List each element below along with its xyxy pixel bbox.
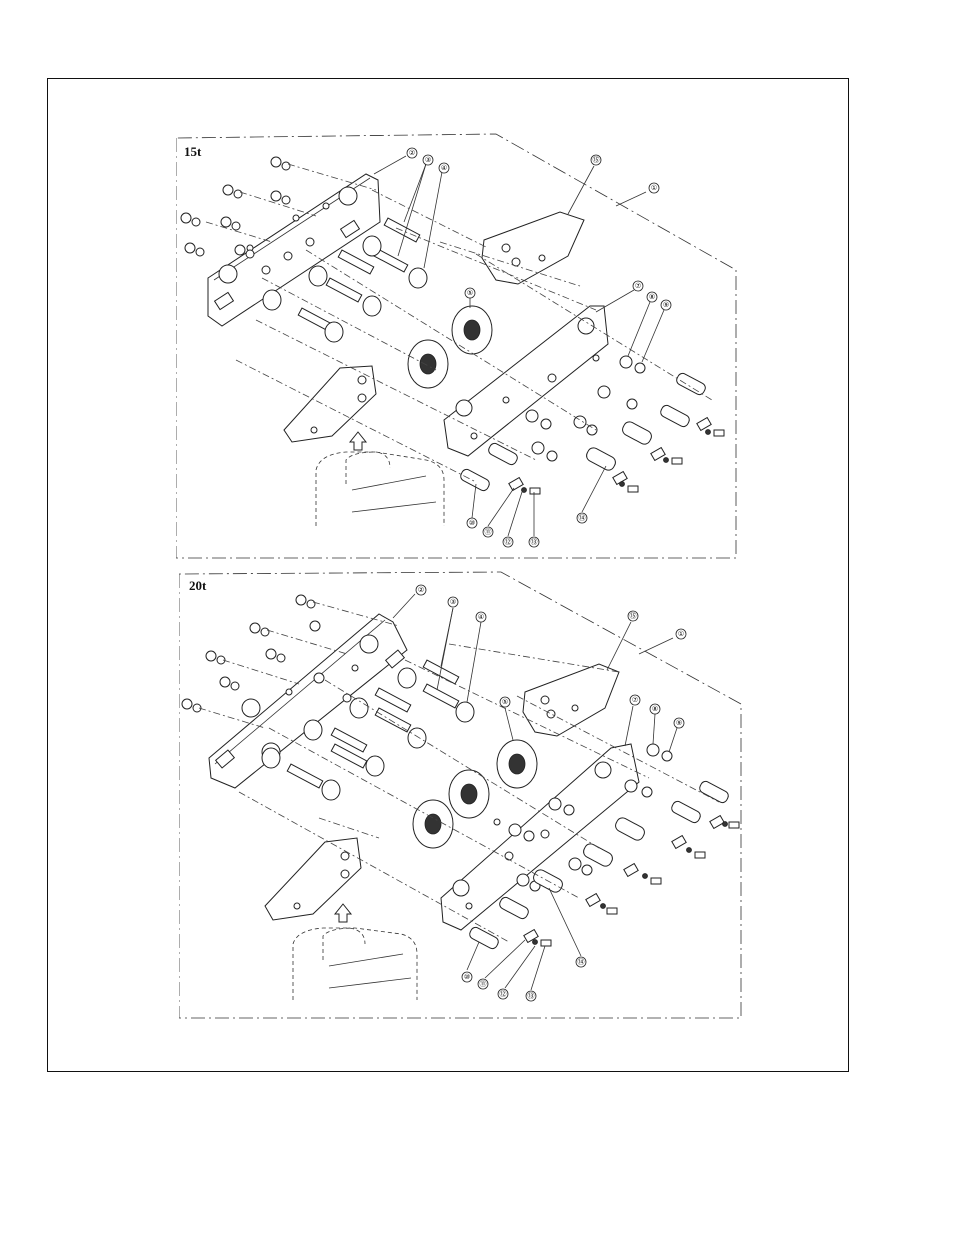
svg-text:⑨: ⑨: [663, 301, 669, 309]
svg-text:⑧: ⑧: [652, 705, 658, 713]
svg-text:⑬: ⑬: [528, 992, 535, 1000]
callout-2: ②: [374, 148, 417, 174]
callout-14: ⑭: [549, 888, 586, 967]
svg-text:①: ①: [651, 184, 657, 192]
bracket-upper: [482, 212, 584, 284]
callout-1: ①: [616, 183, 659, 206]
svg-text:⑫: ⑫: [505, 538, 512, 546]
callout-10: ⑩: [467, 484, 477, 528]
svg-text:⑤: ⑤: [467, 289, 473, 297]
svg-text:④: ④: [478, 613, 484, 621]
callout-11: ⑪: [483, 488, 514, 537]
svg-text:⑦: ⑦: [635, 282, 641, 290]
callout-7: ⑦: [625, 695, 640, 746]
callout-13: ⑬: [529, 492, 539, 547]
callout-14: ⑭: [577, 466, 606, 523]
callout-9: ⑨: [642, 300, 671, 362]
callout-1: ①: [639, 629, 686, 654]
left-side-plate: [208, 174, 380, 326]
svg-text:⑤: ⑤: [502, 698, 508, 706]
callout-15: ⑮: [607, 611, 638, 670]
svg-text:⑪: ⑪: [480, 980, 487, 988]
bracket-lower: [284, 366, 376, 442]
callout-8: ⑧: [650, 704, 660, 744]
svg-text:④: ④: [441, 164, 447, 172]
svg-text:③: ③: [450, 598, 456, 606]
callout-9: ⑨: [669, 718, 684, 752]
diagram-20t: ① ② ③ ④ ⑤ ⑦ ⑧ ⑨ ⑩ ⑪ ⑫ ⑬ ⑭ ⑮ 20t: [179, 568, 743, 1020]
svg-text:⑭: ⑭: [579, 514, 586, 522]
callout-11: ⑪: [478, 940, 525, 989]
machine-body-outline: [293, 928, 417, 1000]
svg-text:⑦: ⑦: [632, 696, 638, 704]
svg-text:⑮: ⑮: [593, 156, 600, 164]
svg-text:③: ③: [425, 156, 431, 164]
callout-10: ⑩: [462, 942, 479, 982]
svg-text:①: ①: [678, 630, 684, 638]
up-arrow-icon: [350, 432, 366, 450]
callout-5: ⑤: [500, 697, 513, 740]
panel-label-20t: 20t: [189, 578, 206, 594]
svg-text:⑩: ⑩: [469, 519, 475, 527]
callout-4: ④: [424, 163, 449, 268]
sprocket-set: [408, 306, 492, 388]
callout-2: ②: [393, 585, 426, 618]
panel-label-15t: 15t: [184, 144, 201, 160]
svg-text:⑬: ⑬: [531, 538, 538, 546]
svg-text:②: ②: [409, 149, 415, 157]
svg-text:⑩: ⑩: [464, 973, 470, 981]
panel-boundary: [176, 134, 736, 558]
svg-text:⑨: ⑨: [676, 719, 682, 727]
callout-4: ④: [467, 612, 486, 702]
callout-8: ⑧: [628, 292, 657, 356]
svg-text:⑫: ⑫: [500, 990, 507, 998]
bracket-upper: [523, 664, 619, 736]
plate-bolt-set: [509, 418, 724, 494]
svg-text:⑧: ⑧: [649, 293, 655, 301]
callout-5: ⑤: [465, 288, 475, 308]
diagram-15t: ① ② ③ ④ ⑤ ⑦ ⑧ ⑨ ⑩ ⑪ ⑫ ⑬ ⑭ ⑮ 15t: [176, 130, 738, 560]
machine-body-outline: [316, 452, 444, 526]
svg-text:⑮: ⑮: [630, 612, 637, 620]
svg-text:⑪: ⑪: [485, 528, 492, 536]
svg-text:②: ②: [418, 586, 424, 594]
svg-text:⑭: ⑭: [578, 958, 585, 966]
up-arrow-icon: [335, 904, 351, 922]
